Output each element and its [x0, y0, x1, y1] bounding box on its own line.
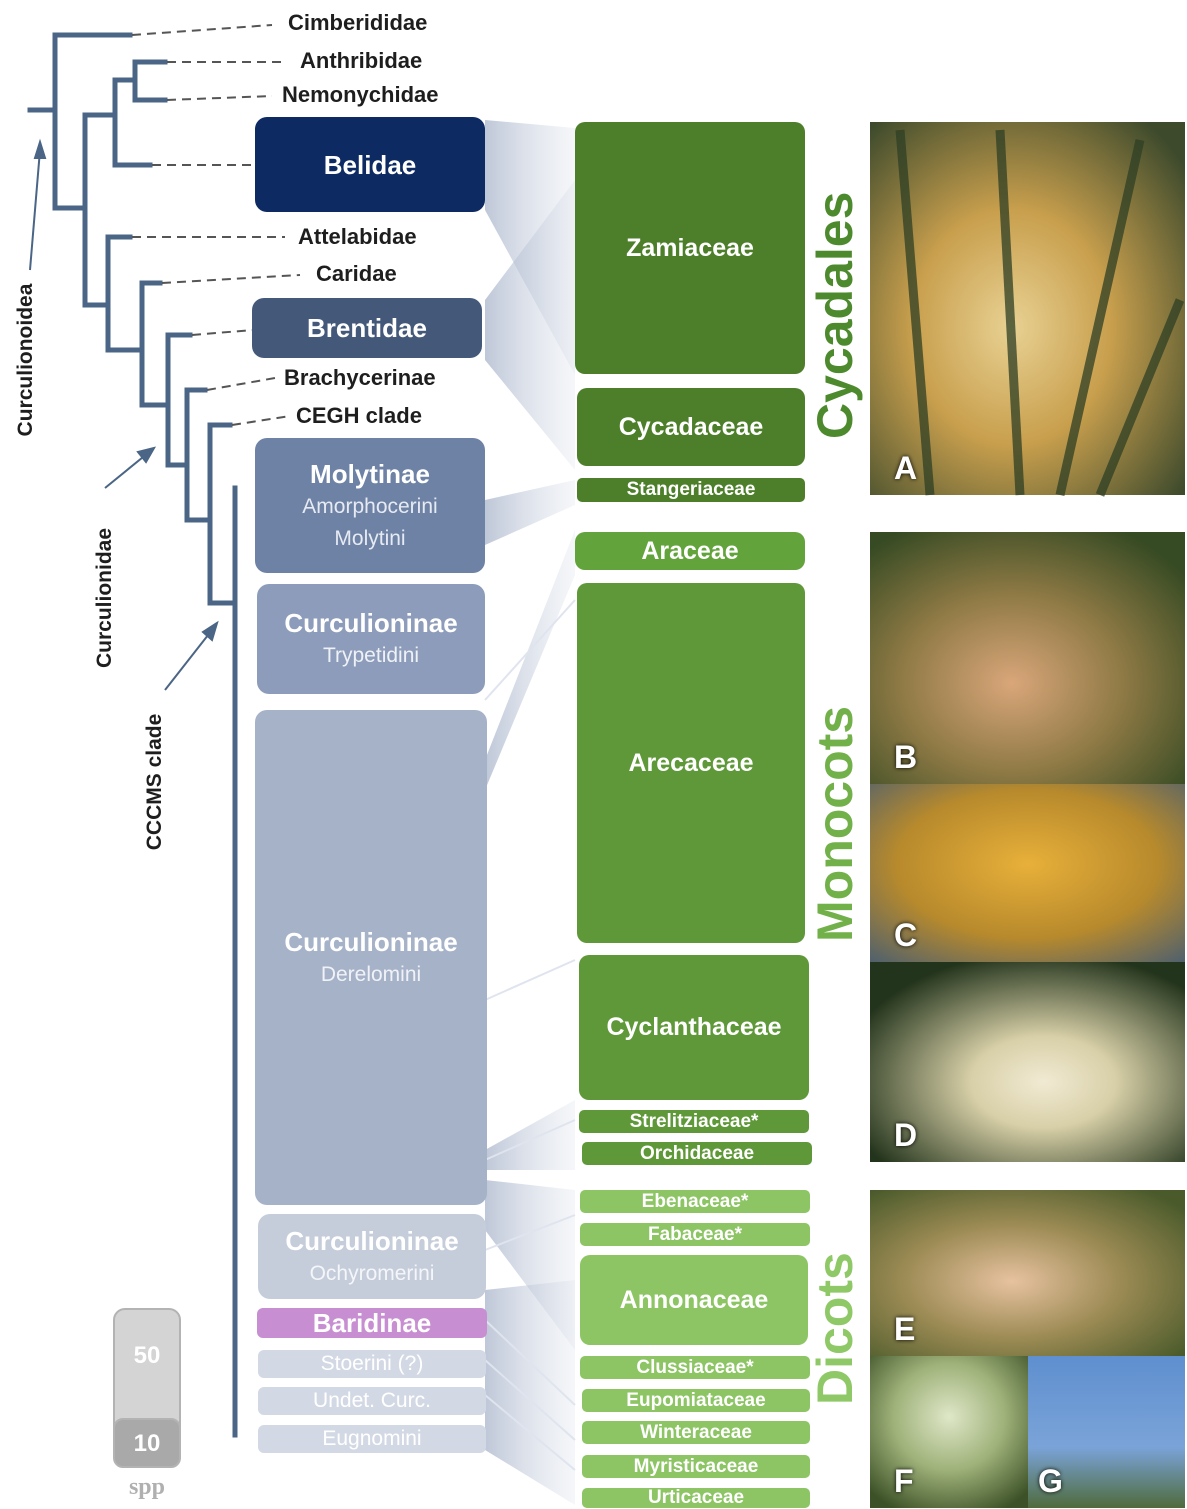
photo-letter: D [894, 1117, 918, 1153]
photo-panels [870, 122, 1185, 1508]
group-cycadales: Cycadales [807, 191, 863, 439]
scale-value-50: 50 [133, 1342, 161, 1369]
plant-box-orchidaceae: Orchidaceae [582, 1142, 812, 1165]
clade-arrows [29, 138, 219, 691]
clade-cccms: CCCMS clade [143, 713, 166, 851]
weevil-subtitle: Ochyromerini [309, 1261, 435, 1285]
photo-letter: A [894, 450, 918, 486]
label-anthribidae: Anthribidae [300, 48, 423, 73]
photo-g: G [1028, 1356, 1185, 1508]
group-dicots: Dicots [807, 1252, 863, 1405]
photo-d: D [870, 962, 1185, 1162]
plant-box-myristicaceae: Myristicaceae [582, 1455, 810, 1478]
photo-e: E [870, 1190, 1185, 1356]
weevil-box-baridinae: Baridinae [257, 1308, 487, 1338]
clade-curculionoidea: Curculionoidea [14, 283, 37, 437]
host-association-lines [484, 599, 576, 1471]
plant-box-araceae: Araceae [575, 532, 805, 570]
weevil-subtitle: Eugnomini [322, 1427, 422, 1450]
weevil-subtitle: Undet. Curc. [313, 1389, 431, 1412]
plant-box-annonaceae: Annonaceae [580, 1255, 808, 1345]
weevil-title: Molytinae [310, 458, 430, 489]
photo-letter: B [894, 739, 918, 775]
plant-box-clussiaceae: Clussiaceae* [580, 1356, 810, 1379]
weevil-box-eugnomini: Eugnomini [258, 1425, 486, 1453]
weevil-subtitle: Trypetidini [322, 644, 420, 667]
weevil-box-trypetidini: Curculioninae Trypetidini [257, 584, 485, 694]
weevil-box-derelomini: Curculioninae Derelomini [255, 710, 487, 1205]
weevil-box-ochyromerini: Curculioninae Ochyromerini [258, 1214, 486, 1299]
photo-a: A [870, 122, 1185, 495]
photo-b: B [870, 532, 1185, 784]
weevil-title: Curculioninae [284, 926, 458, 957]
label-nemonychidae: Nemonychidae [282, 82, 439, 107]
photo-letter: E [894, 1311, 916, 1347]
scale-legend-10: 10 [113, 1418, 181, 1468]
weevil-title: Curculioninae [285, 1225, 459, 1256]
plant-box-stangeriaceae: Stangeriaceae [577, 478, 805, 502]
label-caridae: Caridae [316, 261, 397, 286]
plant-box-strelitziaceae: Strelitziaceae* [579, 1110, 809, 1133]
plant-box-zamiaceae: Zamiaceae [575, 122, 805, 374]
photo-letter: G [1038, 1463, 1063, 1499]
weevil-title: Baridinae [312, 1308, 432, 1338]
plant-box-eupomiataceae: Eupomiataceae [582, 1389, 810, 1412]
plant-box-ebenaceae: Ebenaceae* [580, 1190, 810, 1213]
photo-f: F [870, 1356, 1028, 1508]
weevil-box-brentidae: Brentidae [252, 298, 482, 358]
scale-unit: spp [128, 1474, 166, 1500]
plant-box-arecaceae: Arecaceae [577, 583, 805, 943]
plant-box-fabaceae: Fabaceae* [580, 1223, 810, 1246]
label-cimberididae: Cimberididae [288, 10, 428, 35]
weevil-box-undet-curc: Undet. Curc. [258, 1387, 486, 1415]
weevil-subtitle: Derelomini [320, 962, 422, 986]
weevil-box-stoerini: Stoerini (?) [258, 1350, 486, 1378]
photo-c: C [870, 784, 1185, 962]
phylogeny-tree [27, 32, 238, 1438]
weevil-title: Belidae [323, 149, 417, 180]
scale-value-10: 10 [133, 1430, 161, 1457]
plant-box-cycadaceae: Cycadaceae [577, 388, 805, 466]
plant-box-cyclanthaceae: Cyclanthaceae [579, 955, 809, 1100]
photo-letter: C [894, 917, 918, 953]
plant-box-winteraceae: Winteraceae [582, 1421, 810, 1444]
weevil-title: Curculioninae [284, 608, 458, 638]
weevil-title: Brentidae [307, 313, 427, 343]
label-brachycerinae: Brachycerinae [284, 365, 436, 390]
weevil-box-molytinae: Molytinae Amorphocerini Molytini [255, 438, 485, 573]
weevil-subtitle: Stoerini (?) [320, 1352, 424, 1375]
scale-legend-50: 50 [113, 1308, 181, 1438]
clade-curculionidae: Curculionidae [93, 527, 116, 669]
group-monocots: Monocots [807, 705, 863, 942]
host-association-fans [485, 120, 575, 1505]
plant-box-urticaceae: Urticaceae [582, 1487, 810, 1508]
label-cegh-clade: CEGH clade [296, 403, 422, 428]
photo-letter: F [894, 1463, 914, 1499]
weevil-subtitle: Amorphocerini Molytini [302, 494, 438, 550]
weevil-box-belidae: Belidae [255, 117, 485, 212]
label-attelabidae: Attelabidae [298, 224, 417, 249]
taxon-leaders [131, 24, 301, 426]
